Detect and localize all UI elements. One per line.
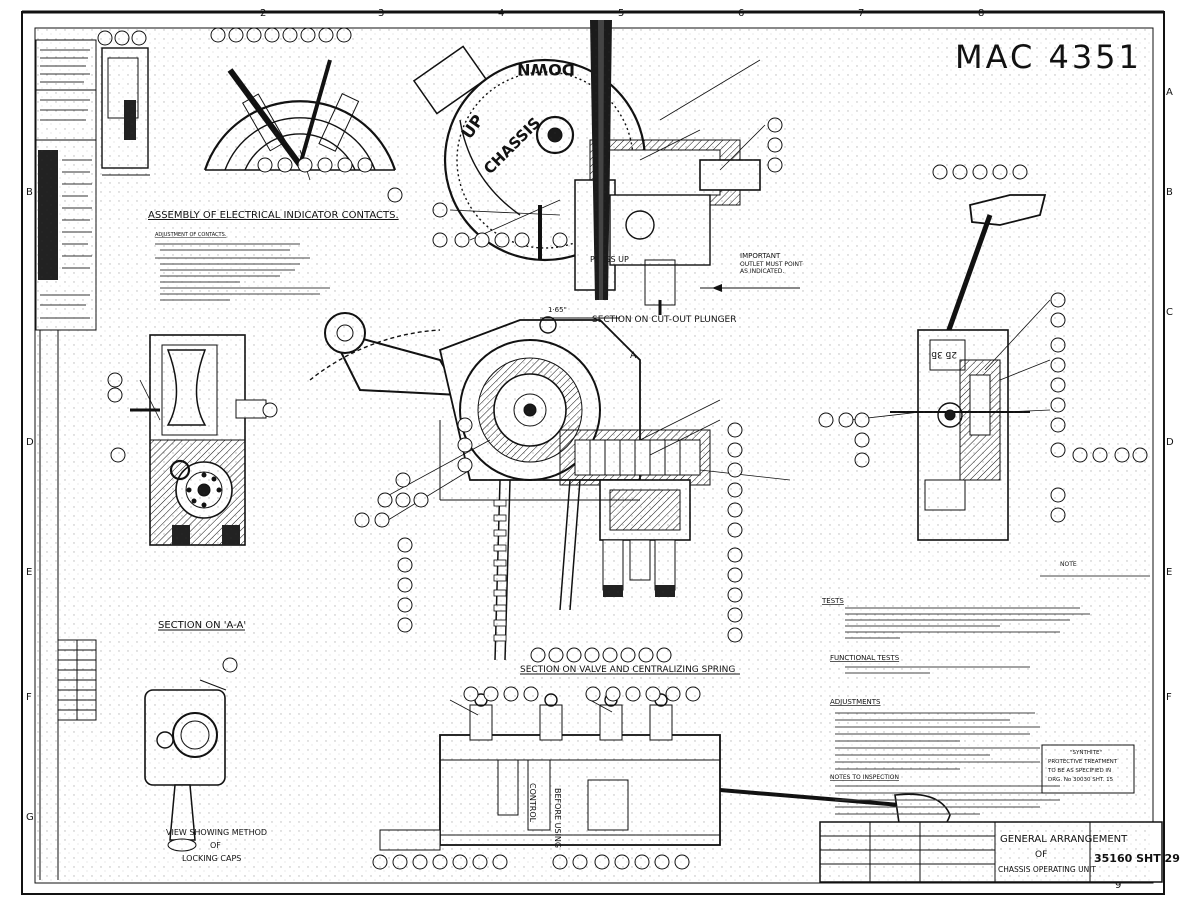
svg-text:F: F xyxy=(26,692,32,703)
svg-text:B: B xyxy=(26,187,33,198)
grid-row-refs: A B C D E F B D E F G xyxy=(26,87,1174,823)
svg-text:F: F xyxy=(1166,692,1172,703)
svg-text:5: 5 xyxy=(618,8,624,19)
grid-column-refs: 2 3 4 5 6 7 8 9 xyxy=(260,8,1121,891)
svg-text:3: 3 xyxy=(378,8,384,19)
svg-text:B: B xyxy=(1166,187,1173,198)
svg-text:E: E xyxy=(1166,567,1172,578)
svg-text:8: 8 xyxy=(978,8,984,19)
svg-text:D: D xyxy=(1166,437,1174,448)
svg-text:D: D xyxy=(26,437,34,448)
svg-text:6: 6 xyxy=(738,8,744,19)
svg-text:9: 9 xyxy=(1115,880,1121,891)
svg-text:2: 2 xyxy=(260,8,266,19)
svg-text:7: 7 xyxy=(858,8,864,19)
svg-text:G: G xyxy=(26,812,34,823)
svg-text:E: E xyxy=(26,567,32,578)
svg-text:A: A xyxy=(1166,87,1173,98)
svg-text:4: 4 xyxy=(498,8,504,19)
scan-noise xyxy=(35,28,1153,883)
svg-text:C: C xyxy=(1166,307,1173,318)
